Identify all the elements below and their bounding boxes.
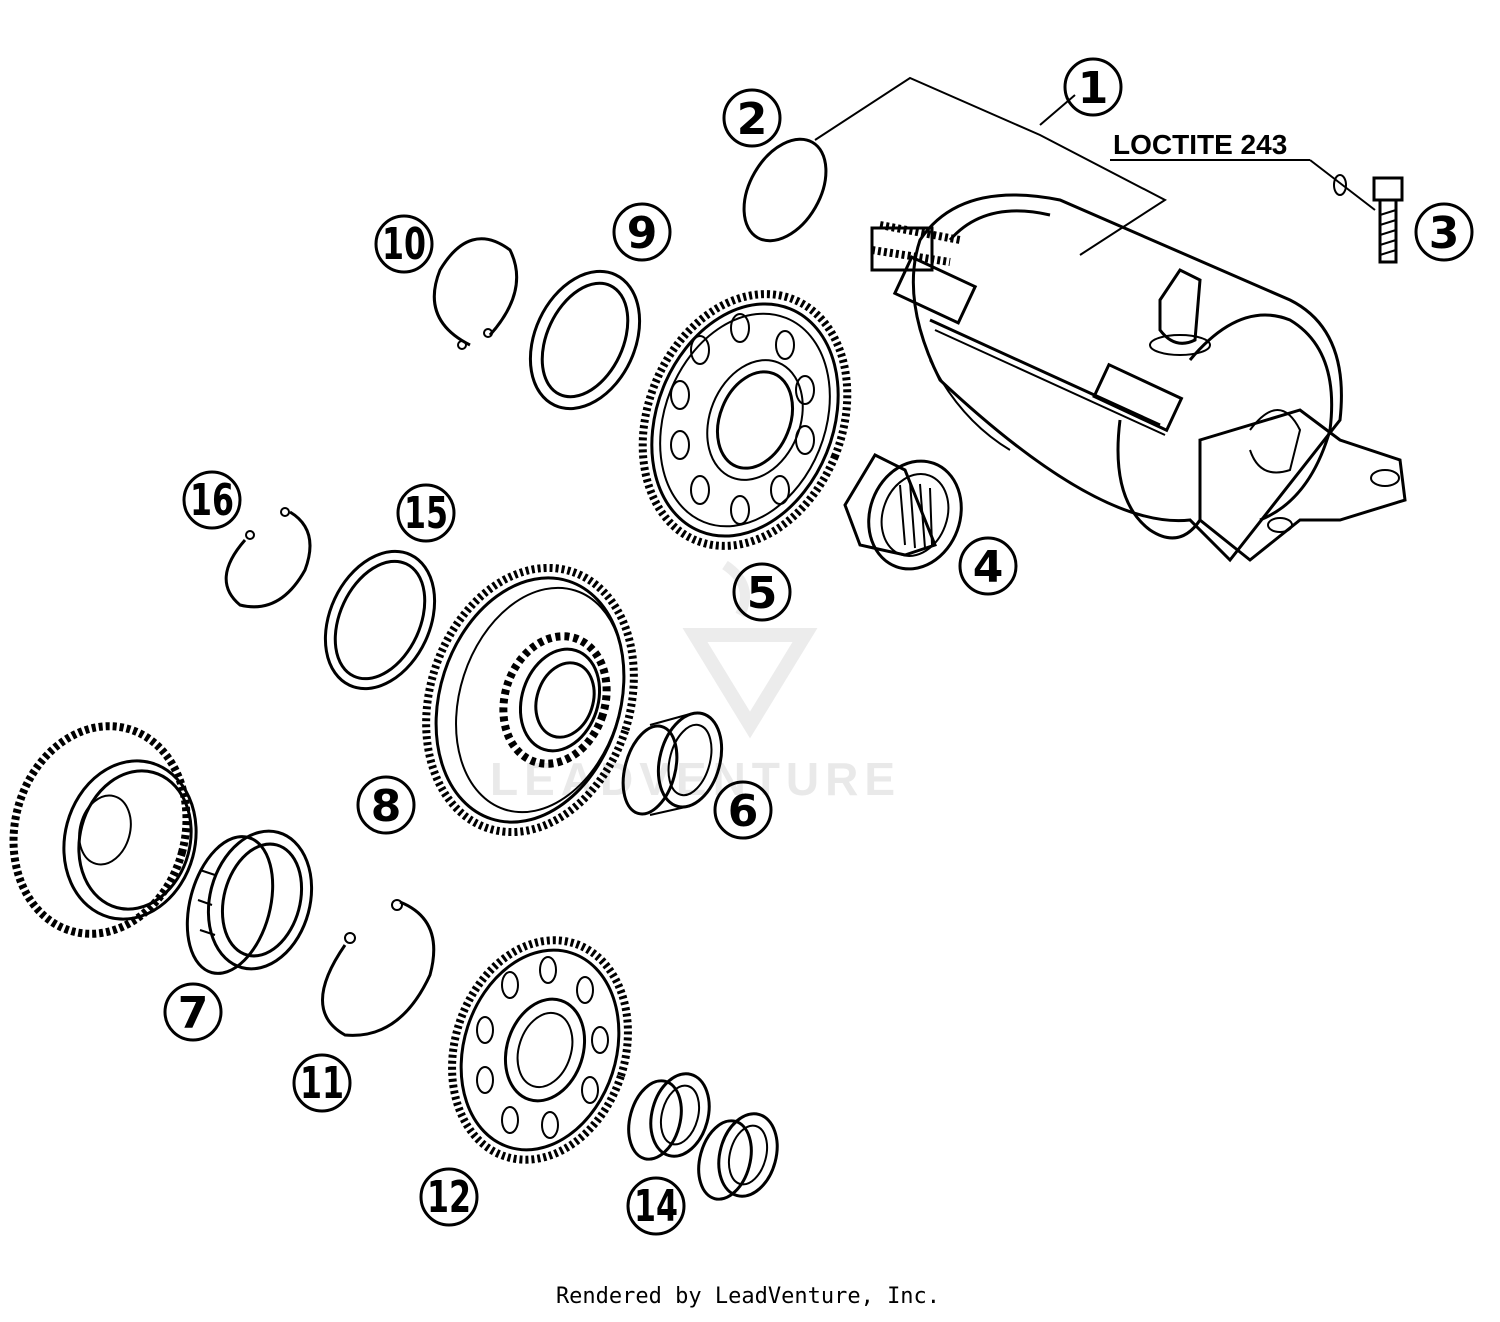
washer-15 [323,549,437,691]
callout-1: 1 [1063,57,1123,117]
bearings-14 [627,1072,779,1201]
callout-2-label: 2 [737,94,768,145]
callout-4-label: 4 [973,542,1004,593]
callout-12: 12 [419,1167,479,1227]
callout-9-label: 9 [627,208,658,259]
o-ring-2 [742,137,828,243]
callout-1-leaders [814,76,1167,256]
bearing-7 [185,829,314,975]
gear-12 [448,936,632,1164]
gear-8 [422,563,638,837]
callout-11: 11 [292,1053,352,1113]
circlip-10 [432,237,519,350]
callout-5: 5 [732,562,792,622]
watermark: LEADVENTURE [490,560,895,805]
callout-9: 9 [612,202,672,262]
screw-3 [1110,159,1404,264]
bearing-4 [843,453,963,571]
callout-4: 4 [958,536,1018,596]
callout-10: 10 [374,214,434,274]
circlip-16 [224,507,312,609]
loctite-note: LOCTITE 243 [1113,129,1287,160]
bearing-6 [621,711,724,816]
footer-credit: Rendered by LeadVenture, Inc. [556,1284,940,1309]
callout-7: 7 [163,982,223,1042]
callout-14: 14 [626,1176,686,1236]
callout-3: 3 [1414,202,1474,262]
circlip-11 [321,899,436,1037]
callout-5-label: 5 [747,568,778,619]
washer-9 [528,269,642,411]
callout-6-label: 6 [728,786,759,837]
callout-11-label: 11 [300,1058,344,1109]
starter-motor [870,193,1407,563]
callout-16: 16 [182,470,242,530]
callout-10-label: 10 [382,219,426,270]
callout-12-label: 12 [427,1172,471,1223]
callout-14-label: 14 [634,1181,678,1232]
callout-1-label: 1 [1078,63,1109,114]
helical-gear [9,722,198,938]
callout-8: 8 [356,775,416,835]
callout-16-label: 16 [190,475,234,526]
callout-7-label: 7 [178,988,209,1039]
callout-8-label: 8 [371,781,402,832]
callout-15-label: 15 [404,488,448,539]
callout-3-label: 3 [1429,208,1460,259]
callout-6: 6 [713,780,773,840]
gear-5 [638,290,852,550]
callout-15: 15 [396,483,456,543]
callout-2: 2 [722,88,782,148]
